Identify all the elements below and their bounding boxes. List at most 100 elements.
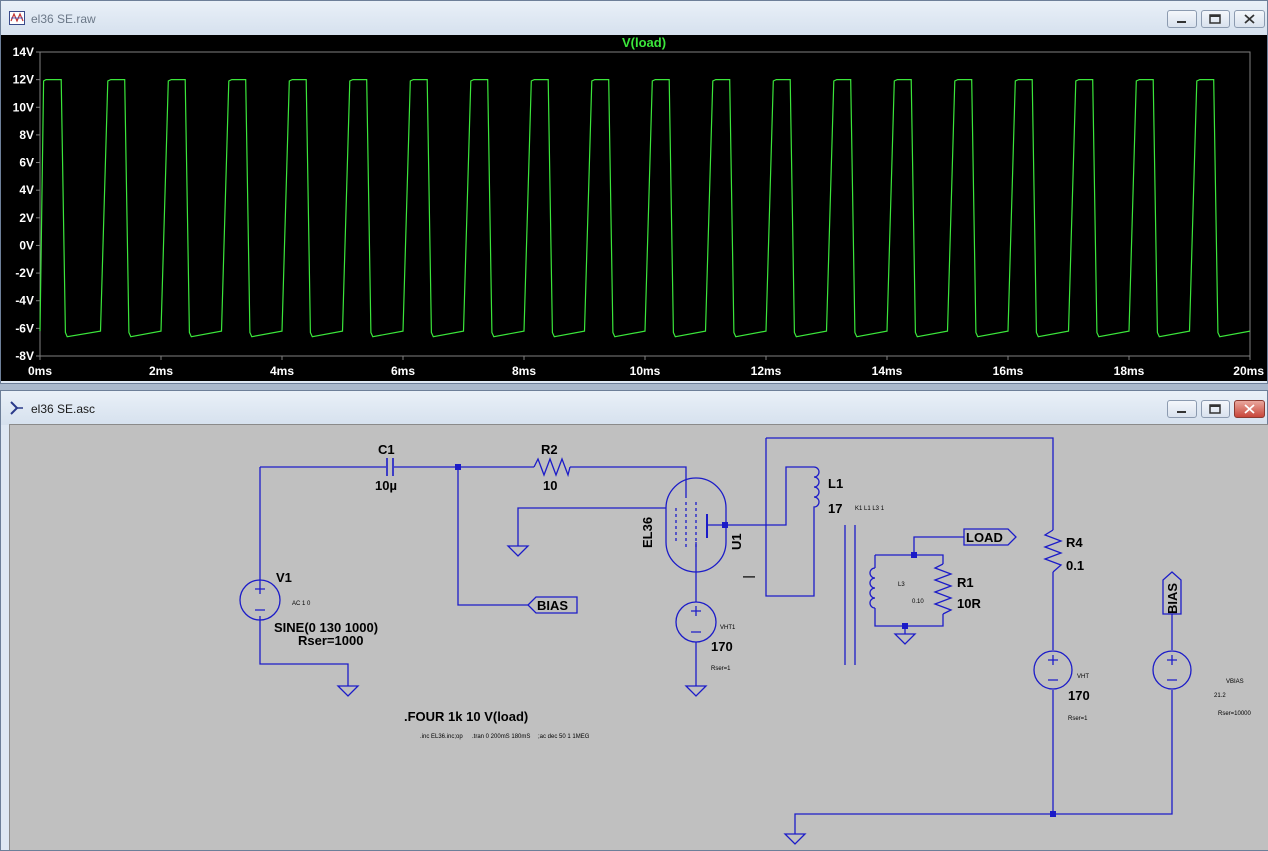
stray-dash: — — [743, 569, 755, 583]
c1-value[interactable]: 10µ — [375, 478, 397, 493]
schematic-window-title: el36 SE.asc — [31, 402, 96, 416]
x-tick-label: 0ms — [28, 364, 52, 378]
vht1-ref[interactable]: VHT1 — [720, 625, 736, 631]
trace-label[interactable]: V(load) — [622, 35, 666, 50]
vht-rser[interactable]: Rser=1 — [1068, 716, 1088, 722]
net-label-load-flag[interactable] — [963, 528, 1017, 546]
transformer-core — [844, 525, 856, 665]
maximize-icon — [1209, 14, 1221, 24]
x-tick-label: 4ms — [270, 364, 294, 378]
inc-directive[interactable]: .inc EL36.inc;op — [420, 734, 463, 740]
y-tick-label: 2V — [19, 211, 34, 225]
bias-left-label[interactable]: BIAS — [537, 598, 568, 613]
y-tick-label: -6V — [15, 321, 34, 335]
x-tick-label: 10ms — [630, 364, 661, 378]
voltage-source-vht[interactable] — [1033, 650, 1073, 690]
x-tick-label: 8ms — [512, 364, 536, 378]
resistor-r2[interactable] — [533, 457, 571, 478]
y-tick-label: 4V — [19, 183, 34, 197]
capacitor-c1[interactable] — [386, 458, 394, 476]
close-icon — [1244, 14, 1255, 24]
l1-ref[interactable]: L1 — [828, 476, 843, 491]
y-tick-label: 10V — [13, 100, 34, 114]
load-label[interactable]: LOAD — [966, 530, 1003, 545]
r4-ref[interactable]: R4 — [1066, 535, 1083, 550]
plot-frame — [39, 51, 1251, 357]
wires[interactable] — [259, 437, 1173, 834]
coupling-statement[interactable]: K1 L1 L3 1 — [855, 506, 885, 512]
schematic-titlebar[interactable]: el36 SE.asc — [1, 391, 1267, 425]
net-label-bias-right-flag[interactable] — [1162, 571, 1182, 615]
four-directive[interactable]: .FOUR 1k 10 V(load) — [404, 709, 528, 724]
ac-directive[interactable]: ;ac dec 50 1 1MEG — [538, 734, 590, 740]
maximize-button[interactable] — [1201, 10, 1230, 28]
minimize-button[interactable] — [1167, 400, 1197, 418]
junctions — [455, 464, 1056, 817]
vbias-rser[interactable]: Rser=10000 — [1218, 711, 1252, 717]
minimize-button[interactable] — [1167, 10, 1197, 28]
l3-ref[interactable]: L3 — [898, 582, 905, 588]
voltage-source-v1[interactable] — [239, 579, 281, 621]
tran-directive[interactable]: .tran 0 200mS 180mS — [472, 734, 530, 740]
y-tick-label: 8V — [19, 128, 34, 142]
resistor-r4[interactable] — [1043, 529, 1063, 573]
bias-right-label[interactable]: BIAS — [1165, 583, 1180, 614]
x-tick-label: 18ms — [1114, 364, 1145, 378]
y-tick-label: -2V — [15, 266, 34, 280]
v1-attr[interactable]: AC 1 0 — [292, 601, 311, 607]
schematic-window: el36 SE.asc — [0, 390, 1268, 851]
u1-ref[interactable]: U1 — [729, 533, 744, 550]
close-button[interactable] — [1234, 400, 1265, 418]
waveform-app-icon — [9, 11, 25, 25]
ground-symbols — [336, 545, 917, 845]
r2-ref[interactable]: R2 — [541, 442, 558, 457]
maximize-button[interactable] — [1201, 400, 1230, 418]
schematic-canvas[interactable]: C1 10µ R2 10 EL36 U1 L1 17 K1 L1 L3 1 — … — [9, 424, 1268, 850]
inductor-l1[interactable] — [812, 466, 820, 513]
x-tick-label: 6ms — [391, 364, 415, 378]
minimize-icon — [1177, 411, 1186, 413]
v1-value[interactable]: SINE(0 130 1000) — [274, 620, 378, 635]
r2-value[interactable]: 10 — [543, 478, 557, 493]
r1-ref[interactable]: R1 — [957, 575, 974, 590]
x-tick-label: 20ms — [1233, 364, 1264, 378]
close-button[interactable] — [1234, 10, 1265, 28]
c1-ref[interactable]: C1 — [378, 442, 395, 457]
trace-v-load[interactable] — [39, 79, 1251, 338]
waveform-plot[interactable]: V(load) -8V-6V-4V-2V0V2V4V6V8V10V12V14V … — [1, 35, 1267, 381]
y-tick-label: 6V — [19, 156, 34, 170]
vht1-rser[interactable]: Rser=1 — [711, 666, 731, 672]
y-tick-label: 14V — [13, 45, 34, 59]
vht1-value[interactable]: 170 — [711, 639, 733, 654]
resistor-r1[interactable] — [933, 563, 953, 615]
l1-value[interactable]: 17 — [828, 501, 842, 516]
schematic-app-icon — [10, 401, 23, 415]
u1-model[interactable]: EL36 — [640, 517, 655, 548]
schematic-drawing[interactable]: C1 10µ R2 10 EL36 U1 L1 17 K1 L1 L3 1 — … — [10, 425, 1268, 850]
x-tick-label: 12ms — [751, 364, 782, 378]
waveform-window-title: el36 SE.raw — [31, 12, 96, 26]
maximize-icon — [1209, 404, 1221, 414]
net-label-bias-left-flag[interactable] — [527, 596, 578, 614]
close-icon — [1244, 404, 1255, 414]
y-tick-label: 12V — [13, 73, 34, 87]
vbias-ref[interactable]: VBIAS — [1226, 679, 1244, 685]
inductor-l3[interactable] — [869, 567, 876, 609]
y-tick-label: -4V — [15, 294, 34, 308]
vbias-value[interactable]: 21.2 — [1214, 693, 1226, 699]
x-tick-label: 16ms — [993, 364, 1024, 378]
vht-ref[interactable]: VHT — [1077, 674, 1089, 680]
minimize-icon — [1177, 21, 1186, 23]
vht-value[interactable]: 170 — [1068, 688, 1090, 703]
r1-value[interactable]: 10R — [957, 596, 981, 611]
l3-value[interactable]: 0.10 — [912, 599, 924, 605]
v1-rser[interactable]: Rser=1000 — [298, 633, 363, 648]
voltage-source-vht1[interactable] — [675, 601, 717, 643]
voltage-source-vbias[interactable] — [1152, 650, 1192, 690]
v1-ref[interactable]: V1 — [276, 570, 292, 585]
waveform-titlebar[interactable]: el36 SE.raw — [1, 1, 1267, 35]
r4-value[interactable]: 0.1 — [1066, 558, 1084, 573]
vacuum-tube-u1[interactable] — [665, 477, 728, 573]
